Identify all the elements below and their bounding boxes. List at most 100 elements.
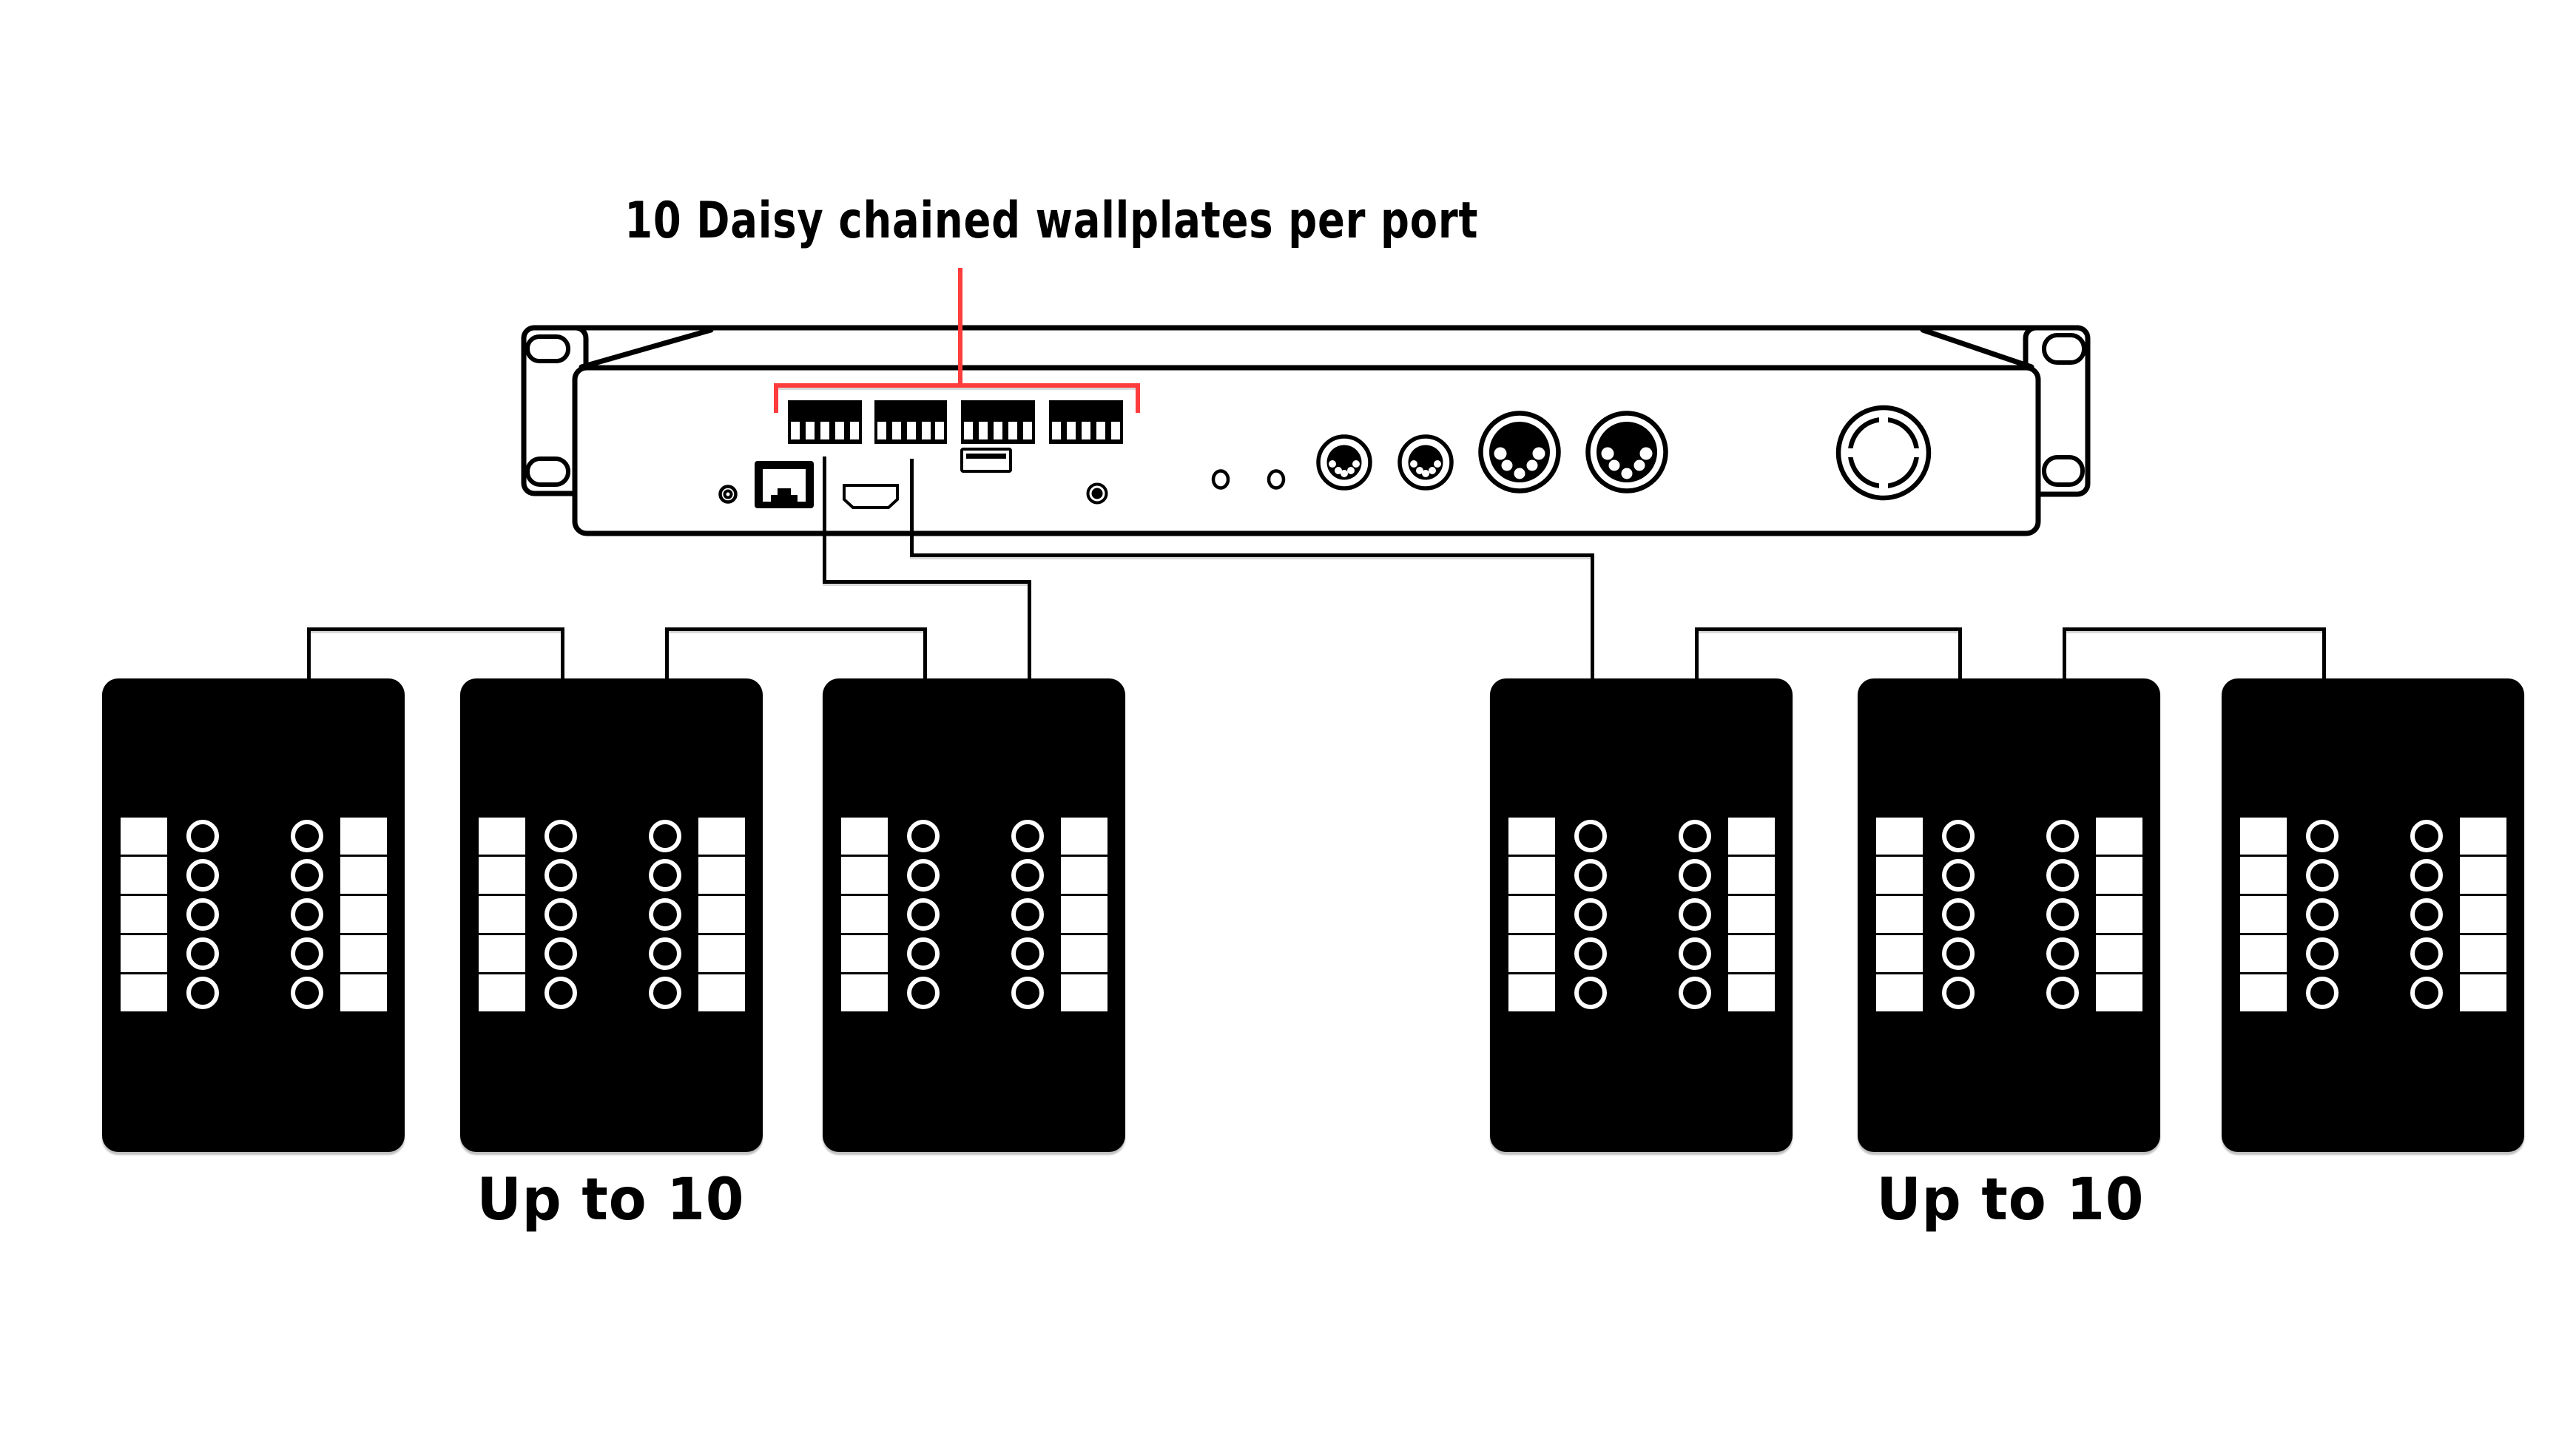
wallplate-label-slot [1728, 896, 1775, 933]
diagram-title: 10 Daisy chained wallplates per port [518, 196, 1477, 246]
wallplate-label-slot [1728, 974, 1775, 1011]
wallplate-label-slot [2240, 896, 2287, 933]
wallplate-label-slot [121, 857, 167, 894]
connection-line [561, 627, 564, 684]
wallplate-label-slot [841, 857, 888, 894]
wallplate-button-column [1011, 820, 1044, 1009]
wallplate-button [1011, 859, 1044, 892]
wallplate-button [2410, 937, 2443, 970]
wallplate-label-slot [698, 974, 745, 1011]
wallplate-label-slot [1508, 857, 1555, 894]
annotation-line [958, 268, 962, 386]
wallplate-button [1679, 820, 1711, 852]
wallplate-button [2410, 820, 2443, 852]
annotation-line [774, 383, 1140, 388]
din5-port-large [1478, 411, 1561, 493]
wallplate-label-slot [479, 935, 525, 972]
wallplate-button [2306, 898, 2339, 931]
rack-perspective-edge [1920, 327, 2034, 370]
wallplate-button [1574, 859, 1607, 892]
wallplate-label-slot [121, 818, 167, 855]
connection-line [2063, 627, 2326, 631]
wallplate [823, 678, 1125, 1152]
wallplate [102, 678, 405, 1152]
wallplate-label-slot [1061, 818, 1107, 855]
wallplate-button [1679, 898, 1711, 931]
wallplate-label-column [1728, 818, 1775, 1011]
group-label-text: Up to 10 [1876, 1167, 2144, 1233]
connection-line [823, 456, 826, 584]
wallplate-label-column [121, 818, 167, 1011]
wallplate-label-slot [121, 974, 167, 1011]
wallplate-button [2306, 820, 2339, 852]
connection-line [307, 627, 311, 684]
rack-front-panel [572, 365, 2041, 536]
wallplate-label-slot [698, 818, 745, 855]
wallplate-label-slot [2096, 857, 2142, 894]
wallplate-button [2410, 898, 2443, 931]
wallplate-button [291, 937, 323, 970]
audio-jack [1086, 482, 1108, 505]
wallplate-label-column [2460, 818, 2506, 1011]
wallplate-label-slot [1876, 935, 1923, 972]
wallplate-button [2410, 859, 2443, 892]
terminal-block-port [1049, 400, 1123, 444]
annotation-line [1136, 383, 1140, 413]
power-connector [1835, 405, 1932, 501]
wallplate-button [649, 977, 681, 1009]
wallplate-button [1011, 898, 1044, 931]
wallplate-label-column [479, 818, 525, 1011]
connection-line [910, 553, 1594, 557]
wallplate-label-column [2096, 818, 2142, 1011]
wallplate-button [186, 898, 219, 931]
wallplate-button [1574, 977, 1607, 1009]
wallplate-label-slot [1508, 896, 1555, 933]
usb-port [960, 448, 1012, 473]
wallplate-button [1679, 977, 1711, 1009]
rack-unit [521, 325, 2091, 536]
group-label: Up to 10 [1714, 1171, 2306, 1229]
wallplate-button [1011, 820, 1044, 852]
wallplate-label-slot [340, 896, 387, 933]
wallplate-label-slot [841, 935, 888, 972]
led-indicator [1211, 469, 1230, 490]
wallplate-button [2410, 977, 2443, 1009]
wallplate-label-column [698, 818, 745, 1011]
wallplate-button [649, 859, 681, 892]
wallplate-label-slot [698, 935, 745, 972]
wallplate-button [1011, 977, 1044, 1009]
connection-line [307, 627, 564, 631]
connection-line [1028, 580, 1031, 684]
wallplate-label-slot [2460, 974, 2506, 1011]
wallplate-label-slot [841, 818, 888, 855]
din5-port-small [1397, 434, 1454, 491]
wallplate-button-column [649, 820, 681, 1009]
wallplate-button-column [2306, 820, 2339, 1009]
led-indicator [1267, 469, 1286, 490]
wallplate-button [2306, 859, 2339, 892]
wallplate-button [2046, 898, 2079, 931]
terminal-block-port [788, 400, 862, 444]
connection-line [910, 459, 914, 556]
wallplate [1490, 678, 1793, 1152]
wallplate-button [544, 977, 577, 1009]
wallplate-label-column [340, 818, 387, 1011]
connection-line [823, 580, 1031, 584]
wallplate-label-slot [2096, 818, 2142, 855]
wallplate-label-slot [2096, 935, 2142, 972]
terminal-block-port [874, 400, 947, 444]
wallplate-label-column [1508, 818, 1555, 1011]
wallplate-label-slot [340, 935, 387, 972]
mounting-hole [2042, 333, 2086, 365]
wallplate-label-slot [2460, 857, 2506, 894]
wallplate-button [186, 859, 219, 892]
wallplate-label-slot [2096, 896, 2142, 933]
wallplate-button [1574, 820, 1607, 852]
wallplate-button [907, 820, 940, 852]
din5-port-large [1585, 411, 1668, 493]
wallplate-button [1942, 977, 1975, 1009]
wallplate-label-slot [479, 818, 525, 855]
wallplate-button [291, 977, 323, 1009]
wallplate-label-column [2240, 818, 2287, 1011]
